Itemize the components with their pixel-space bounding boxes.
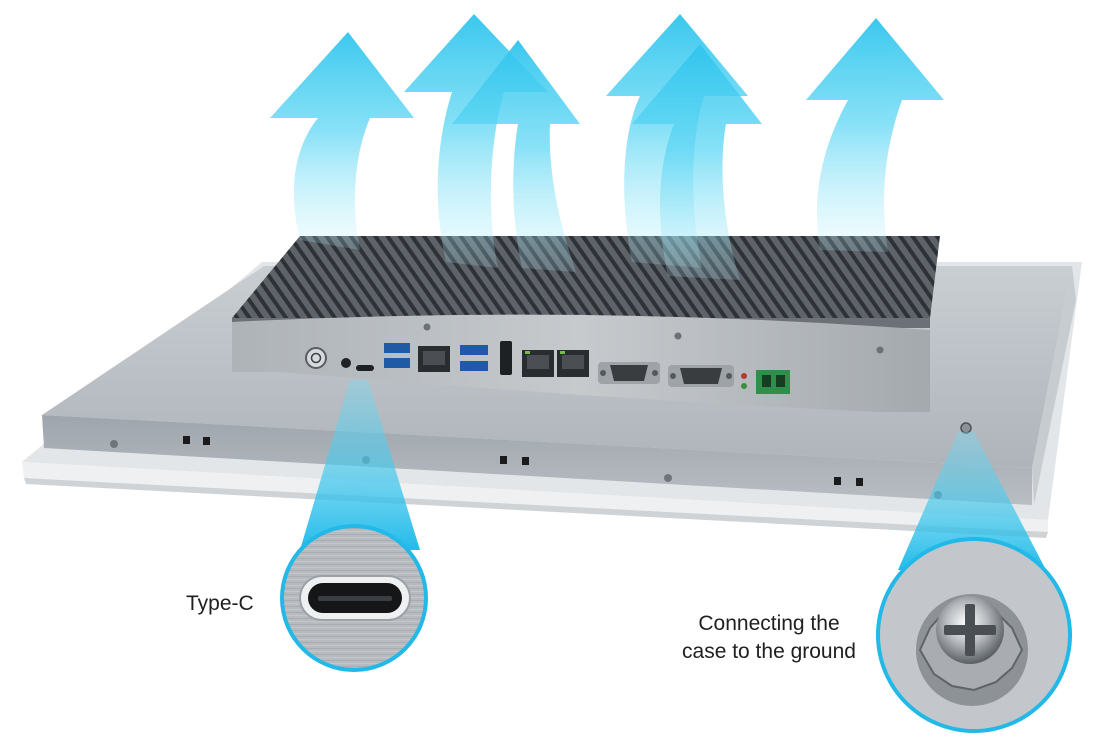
usb-a-port-icon	[460, 345, 488, 355]
chassis-screw	[664, 474, 672, 482]
typec-callout	[280, 380, 428, 672]
io-panel	[232, 314, 930, 412]
usb-c-port-icon	[356, 365, 374, 371]
usb-a-port-icon	[384, 358, 410, 368]
reset-button	[341, 358, 351, 368]
ground-screw-icon	[916, 594, 1028, 706]
chassis-screw	[110, 440, 118, 448]
ground-label-line2: case to the ground	[682, 640, 856, 663]
power-icon	[305, 347, 327, 369]
hdmi-port-icon	[500, 341, 512, 375]
usb-a-port-icon	[384, 343, 410, 353]
ground-callout	[876, 432, 1072, 733]
chassis-slot	[522, 457, 529, 465]
chassis-slot	[203, 437, 210, 445]
db9-serial-port-icon	[598, 362, 660, 384]
chassis-slot	[183, 436, 190, 444]
ground-screw-icon	[960, 422, 972, 434]
status-led	[741, 373, 747, 379]
usb-a-port-icon	[460, 361, 488, 371]
chassis-slot	[834, 477, 841, 485]
chassis-slot	[856, 478, 863, 486]
ground-label-line1: Connecting the	[698, 612, 840, 635]
typec-label: Type-C	[186, 592, 254, 615]
airflow-arrow-icon	[270, 14, 944, 280]
status-led	[741, 383, 747, 389]
ground-label: Connecting the case to the ground	[664, 610, 874, 666]
chassis-slot	[500, 456, 507, 464]
db9-serial-port-icon	[668, 365, 734, 387]
